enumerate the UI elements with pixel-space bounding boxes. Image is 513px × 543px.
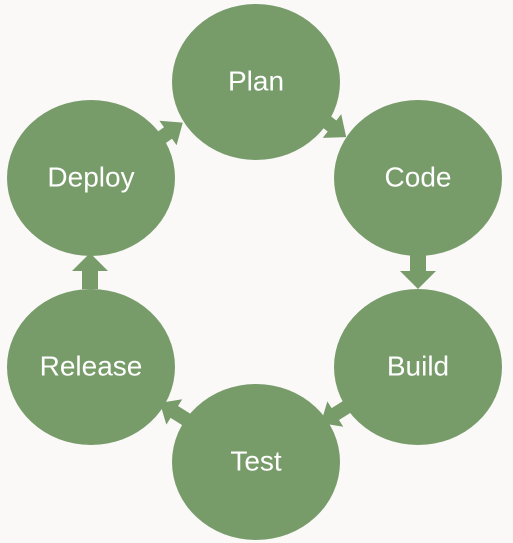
arrow-build-to-test: [320, 399, 353, 427]
stage-circle: [172, 384, 340, 540]
arrow-release-to-deploy: [72, 253, 108, 289]
arrow-test-to-release: [159, 399, 192, 427]
stage-circle: [334, 289, 502, 445]
stage-node-plan: Plan: [172, 4, 340, 160]
arrow-code-to-build: [400, 253, 436, 289]
stage-label: Plan: [228, 65, 284, 96]
stage-label: Build: [387, 350, 449, 381]
stage-node-release: Release: [7, 289, 175, 445]
stage-circle: [172, 4, 340, 160]
stage-circle: [7, 289, 175, 445]
arrows-layer: [72, 110, 436, 427]
stage-label: Deploy: [47, 161, 134, 192]
stage-node-build: Build: [334, 289, 502, 445]
stage-circle: [334, 100, 502, 256]
stage-node-test: Test: [172, 384, 340, 540]
stage-label: Release: [40, 350, 143, 381]
stage-node-code: Code: [334, 100, 502, 256]
stage-node-deploy: Deploy: [7, 100, 175, 256]
stage-label: Test: [230, 445, 282, 476]
stage-label: Code: [385, 161, 452, 192]
stage-circle: [7, 100, 175, 256]
